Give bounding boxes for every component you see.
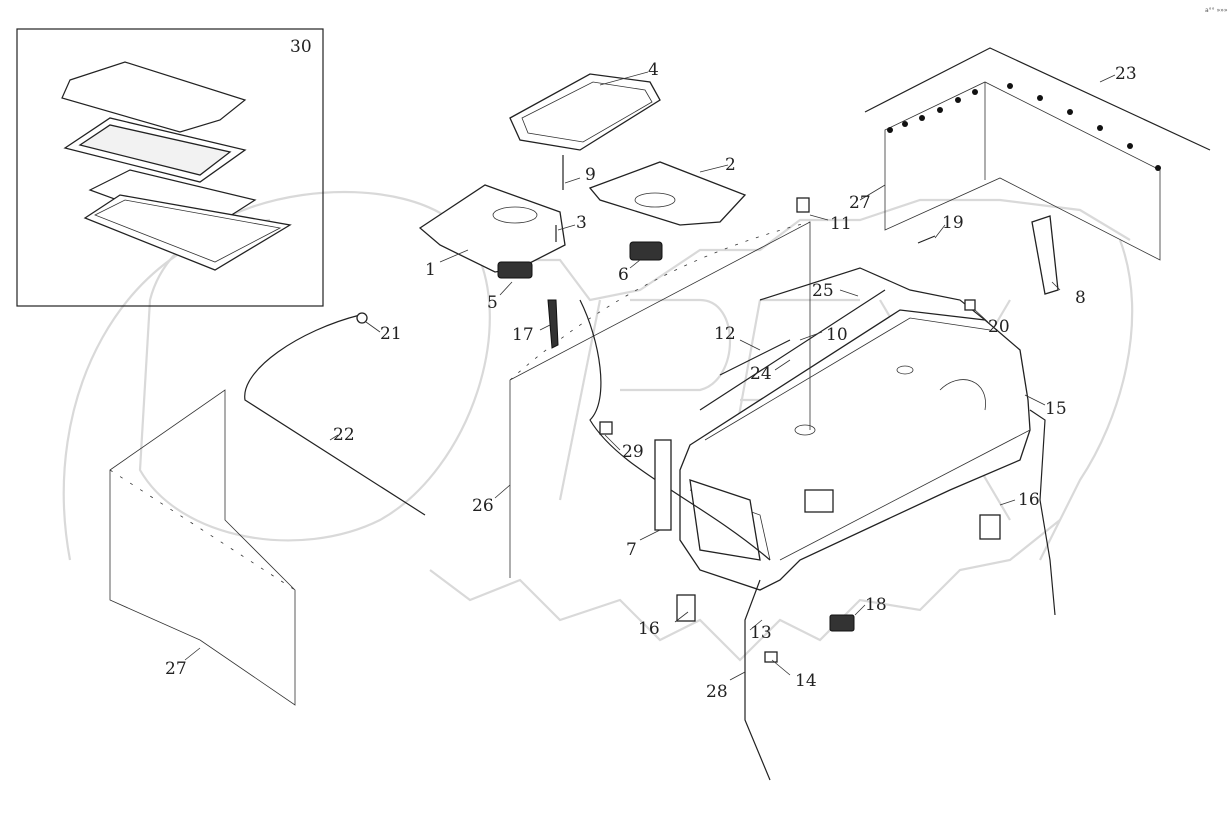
wiring-harness	[579, 299, 771, 561]
callout-28: 28	[706, 682, 728, 702]
callout-30: 30	[290, 37, 312, 57]
callout-10: 10	[826, 325, 848, 345]
callout-9: 9	[585, 165, 596, 185]
callout-8: 8	[1075, 288, 1086, 308]
callout-24: 24	[750, 364, 772, 384]
inset-sunroof-assembly: 30	[16, 28, 324, 307]
callout-3: 3	[576, 213, 587, 233]
callout-7: 7	[626, 540, 637, 560]
callout-16-left: 16	[638, 619, 660, 639]
callout-19: 19	[942, 213, 964, 233]
side-cover-panel-left	[109, 389, 296, 706]
rear-cover-panel-right	[884, 81, 1161, 261]
clip-14	[764, 651, 778, 663]
callout-13: 13	[750, 623, 772, 643]
callout-18: 18	[865, 595, 887, 615]
bracket-7	[654, 439, 672, 531]
hinge-16-left	[676, 594, 696, 622]
corner-mark: a°° »»»	[1205, 7, 1228, 14]
callout-16-right: 16	[1018, 490, 1040, 510]
headliner-panel-right	[588, 161, 747, 226]
callout-27-right: 27	[849, 193, 871, 213]
leader-lines	[184, 71, 1116, 681]
bracket-8	[1031, 215, 1059, 295]
callout-20: 20	[988, 317, 1010, 337]
sunroof-glass-part	[509, 73, 661, 151]
hinge-16-right	[979, 514, 1001, 540]
dome-lamp-right	[629, 241, 663, 261]
dome-lamp-left	[497, 261, 533, 279]
callout-4: 4	[648, 60, 659, 80]
callout-labels: 1 2 3 4 5 6 7 8 9 10 11 12 13 14 15 16 1…	[165, 60, 1137, 702]
callout-14: 14	[795, 671, 817, 691]
callout-17: 17	[512, 325, 534, 345]
callout-12: 12	[714, 324, 736, 344]
clip-29	[599, 421, 613, 435]
rear-cover-bolt-holes	[887, 83, 1161, 171]
callout-25: 25	[812, 281, 834, 301]
callout-2: 2	[725, 155, 736, 175]
callout-11: 11	[830, 214, 852, 234]
clip-20	[964, 299, 976, 311]
roof-seal-strip	[699, 289, 886, 411]
callout-23: 23	[1115, 64, 1137, 84]
drip-rail-left	[244, 314, 426, 516]
callout-6: 6	[618, 265, 629, 285]
front-cover-panel	[509, 221, 811, 578]
callout-26: 26	[472, 496, 494, 516]
headliner-panel-left	[418, 184, 566, 273]
drain-hose-front	[744, 579, 771, 781]
antenna-11	[796, 197, 810, 213]
callout-21: 21	[380, 324, 402, 344]
lamp-18	[829, 614, 855, 632]
callout-22: 22	[333, 425, 355, 445]
callout-27-left: 27	[165, 659, 187, 679]
screw-19	[917, 235, 936, 244]
roof-rail	[719, 339, 791, 376]
callout-5: 5	[487, 293, 498, 313]
cab-roof-body	[679, 309, 1031, 591]
drain-hose-right	[1029, 409, 1056, 616]
callout-29: 29	[622, 442, 644, 462]
handle-17	[547, 299, 559, 349]
callout-1: 1	[425, 260, 436, 280]
clip-21	[356, 312, 368, 324]
callout-15: 15	[1045, 399, 1067, 419]
vent-hose	[759, 267, 986, 321]
drip-rail-right	[864, 47, 1211, 151]
